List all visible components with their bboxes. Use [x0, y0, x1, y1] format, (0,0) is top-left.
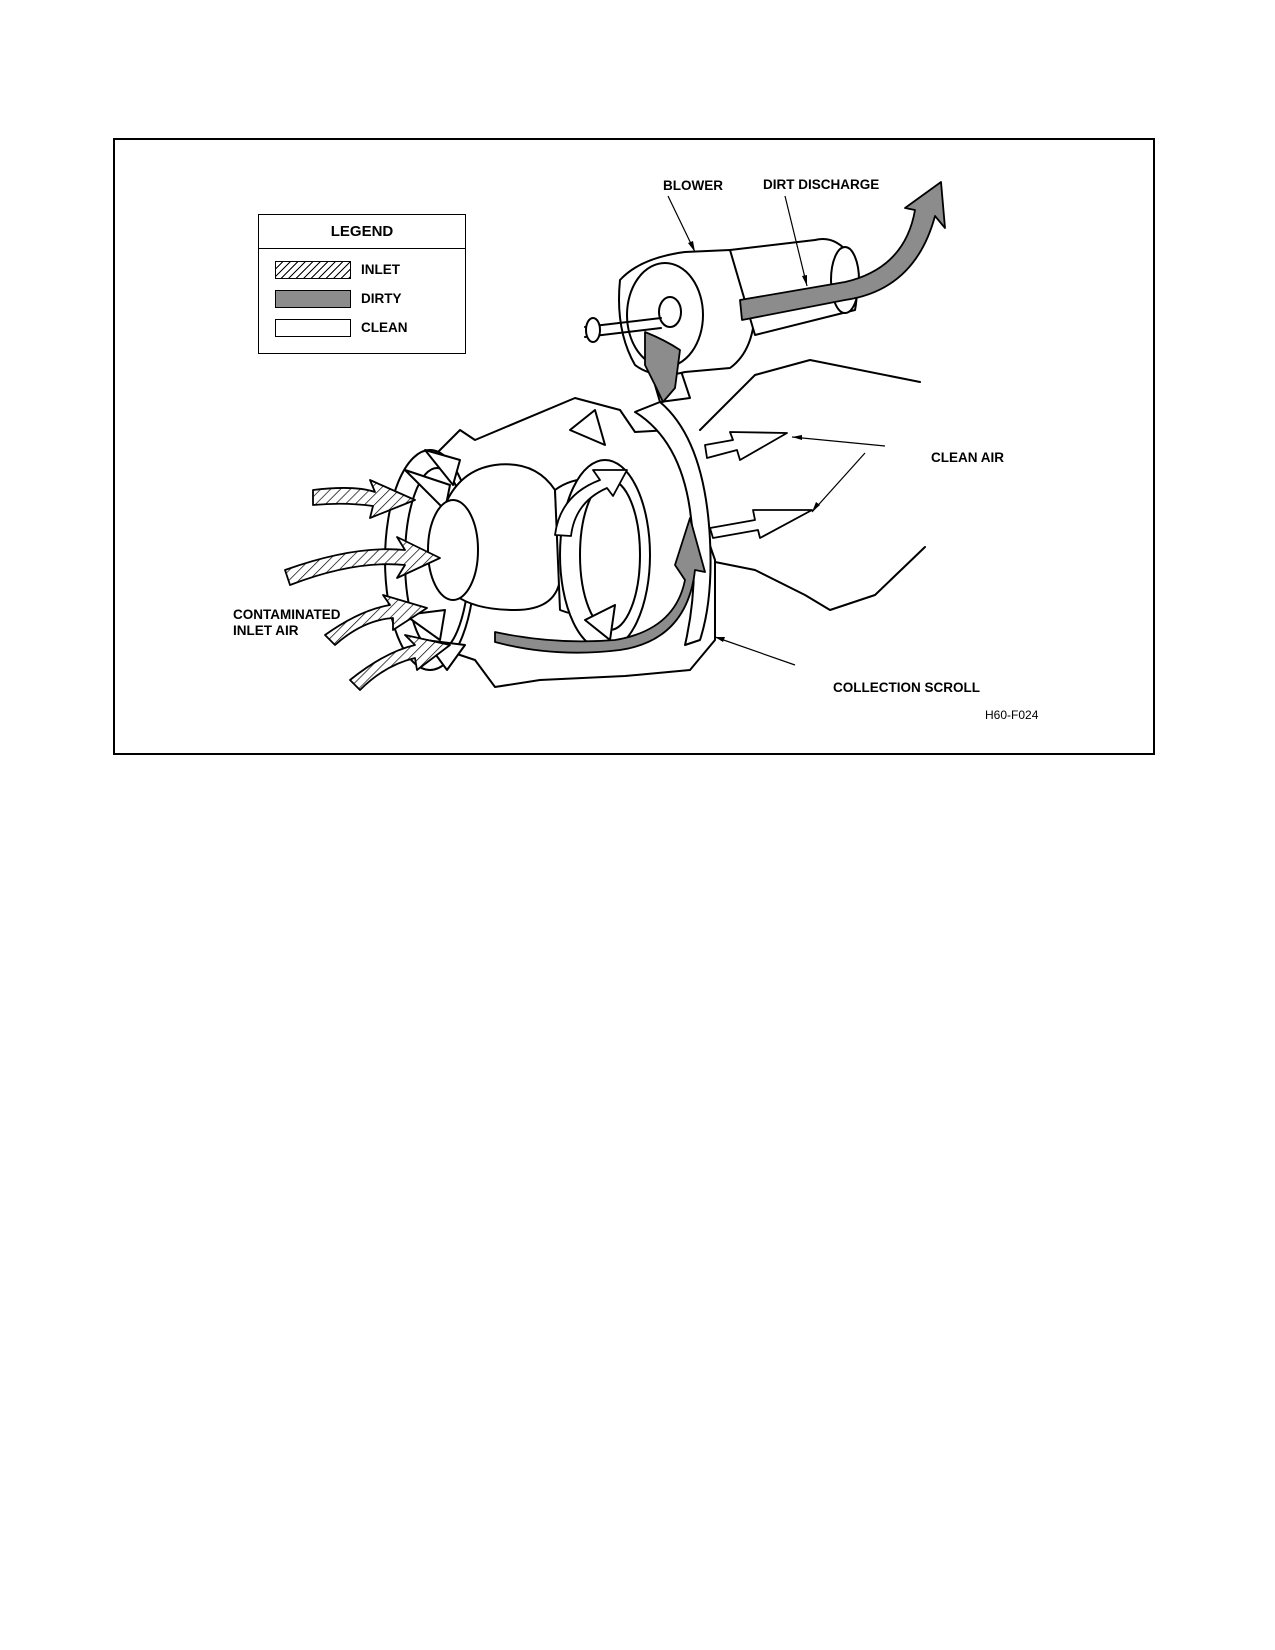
callout-collection-scroll: COLLECTION SCROLL	[833, 680, 980, 695]
collection-scroll	[634, 401, 712, 646]
leader-arrowhead	[812, 502, 820, 512]
separator-illustration	[284, 181, 946, 691]
dirt-discharge-arrow	[739, 181, 946, 321]
rear-vane	[569, 409, 606, 446]
legend-label: DIRTY	[361, 291, 402, 306]
callout-line: INLET AIR	[233, 623, 299, 638]
legend: LEGEND INLET DIRTY CLEAN	[258, 214, 466, 354]
inlet-air-arrow	[324, 594, 428, 646]
leader-arrowhead	[792, 435, 802, 440]
swirl-vane	[404, 609, 446, 641]
legend-swatch-clean	[275, 319, 351, 337]
legend-item-dirty: DIRTY	[275, 290, 455, 310]
hub-nose	[427, 499, 479, 601]
legend-item-clean: CLEAN	[275, 319, 455, 339]
leader-clean-air-1	[791, 436, 886, 447]
callout-contaminated-inlet-air: CONTAMINATED INLET AIR	[233, 607, 341, 639]
dirty-flow-into-blower	[644, 331, 681, 403]
legend-swatch-dirty	[275, 290, 351, 308]
structure-line-lower	[704, 546, 926, 611]
shaft-coupling	[585, 317, 601, 343]
leader-arrowhead	[715, 637, 725, 642]
callout-blower: BLOWER	[663, 178, 723, 193]
callout-clean-air: CLEAN AIR	[931, 450, 1004, 465]
leader-arrowhead	[688, 241, 695, 252]
leader-collection-scroll	[714, 636, 796, 666]
figure-id: H60-F024	[985, 708, 1039, 722]
swirl-vane	[424, 449, 461, 486]
inlet-air-arrow	[284, 536, 441, 586]
vortex-swirl-arrow	[554, 469, 628, 537]
inlet-air-arrow	[312, 479, 416, 519]
rear-vane	[584, 604, 616, 641]
callout-dirt-discharge: DIRT DISCHARGE	[763, 177, 880, 192]
leader-clean-air-2	[811, 452, 866, 513]
leader-dirt-discharge	[784, 195, 808, 287]
legend-title: LEGEND	[259, 215, 465, 249]
clean-air-arrow	[709, 509, 813, 539]
structure-line-upper	[699, 359, 921, 431]
dirty-flow-swirl-arrow	[494, 517, 706, 654]
callout-line: CONTAMINATED	[233, 607, 341, 622]
inlet-air-arrow	[349, 634, 451, 691]
legend-label: CLEAN	[361, 320, 408, 335]
clean-air-arrow	[704, 431, 788, 461]
leader-arrowhead	[802, 275, 807, 286]
figure-frame: LEGEND INLET DIRTY CLEAN BLOWER DIRT DIS…	[113, 138, 1155, 755]
legend-label: INLET	[361, 262, 400, 277]
blower-hub	[658, 296, 682, 328]
legend-item-inlet: INLET	[275, 261, 455, 281]
legend-swatch-inlet	[275, 261, 351, 279]
